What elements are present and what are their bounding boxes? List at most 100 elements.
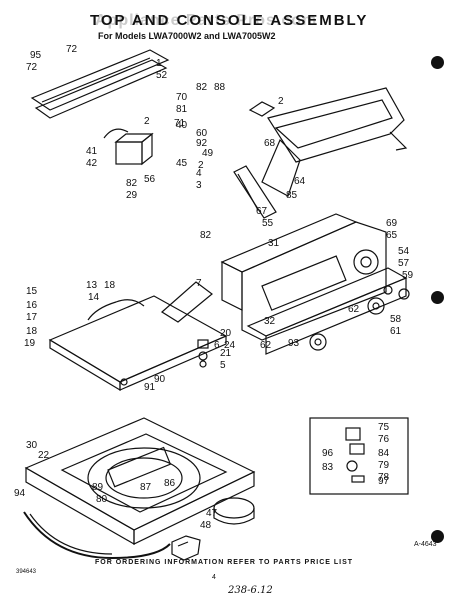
part-label-45: 45 [176, 158, 188, 169]
part-label-47: 47 [206, 508, 218, 519]
part-label-72: 72 [26, 62, 38, 73]
part-label-82: 82 [126, 178, 138, 189]
part-label-57: 57 [398, 258, 410, 269]
part-label-90: 90 [154, 374, 166, 385]
page-mark: 4 [212, 574, 216, 581]
part-label-18: 18 [26, 326, 38, 337]
part-label-97: 97 [378, 476, 390, 487]
part-label-70: 70 [176, 92, 188, 103]
part-label-22: 22 [38, 450, 50, 461]
part-label-18: 18 [104, 280, 116, 291]
part-label-24: 24 [224, 340, 236, 351]
part-label-16: 16 [26, 300, 38, 311]
part-label-62: 62 [260, 340, 272, 351]
part-label-84: 84 [378, 448, 390, 459]
part-label-49: 49 [202, 148, 214, 159]
part-label-83: 83 [322, 462, 334, 473]
binder-hole-middle [431, 291, 444, 304]
part-label-82: 82 [200, 230, 212, 241]
bracket-4 [233, 165, 277, 219]
document-code: 394643 [16, 569, 37, 575]
part-label-72: 72 [66, 44, 78, 55]
diagram-id: A-4643 [414, 541, 437, 548]
handwritten-note: 238-6.12 [228, 585, 273, 596]
part-label-19: 19 [24, 338, 36, 349]
part-label-62: 62 [348, 304, 360, 315]
binder-hole-top [431, 56, 444, 69]
part-label-89: 89 [92, 482, 104, 493]
watermark: Appliance Parts Pros.com [95, 12, 318, 29]
small-parts-box [309, 417, 409, 495]
lid-assembly [48, 281, 228, 392]
part-label-21: 21 [220, 348, 232, 359]
part-label-58: 58 [390, 314, 402, 325]
part-label-48: 48 [200, 520, 212, 531]
bleach-parts [171, 497, 255, 561]
part-label-75: 75 [378, 422, 390, 433]
part-label-91: 91 [144, 382, 156, 393]
part-label-79: 79 [378, 460, 390, 471]
part-label-20: 20 [220, 328, 232, 339]
part-label-96: 96 [322, 448, 334, 459]
part-label-61: 61 [390, 326, 402, 337]
part-label-95: 95 [30, 50, 42, 61]
part-label-87: 87 [140, 482, 152, 493]
part-label-93: 93 [288, 338, 300, 349]
part-label-82: 82 [196, 82, 208, 93]
part-label-17: 17 [26, 312, 38, 323]
part-label-80: 80 [96, 494, 108, 505]
diagram-title: TOP AND CONSOLE ASSEMBLY [90, 12, 369, 29]
part-label-56: 56 [144, 174, 156, 185]
part-label-64: 64 [294, 176, 306, 187]
part-label-69: 69 [386, 218, 398, 229]
part-label-1: 1 [156, 58, 162, 69]
diagram-subtitle: For Models LWA7000W2 and LWA7005W2 [98, 31, 276, 41]
part-label-55: 55 [262, 218, 274, 229]
console-trim [248, 87, 408, 197]
part-label-15: 15 [26, 286, 38, 297]
control-panel [220, 213, 387, 341]
part-label-29: 29 [126, 190, 138, 201]
part-label-81: 81 [176, 104, 188, 115]
part-label-2: 2 [278, 96, 284, 107]
part-label-65: 65 [386, 230, 398, 241]
part-label-32: 32 [264, 316, 276, 327]
part-label-71: 71 [174, 118, 186, 129]
part-label-67: 67 [256, 206, 268, 217]
part-label-85: 85 [286, 190, 298, 201]
part-label-76: 76 [378, 434, 390, 445]
part-label-88: 88 [214, 82, 226, 93]
part-label-92: 92 [196, 138, 208, 149]
part-label-3: 3 [196, 180, 202, 191]
console-face [246, 267, 408, 355]
part-label-30: 30 [26, 440, 38, 451]
part-label-31: 31 [268, 238, 280, 249]
part-label-94: 94 [14, 488, 26, 499]
ordering-information-footer: FOR ORDERING INFORMATION REFER TO PARTS … [95, 559, 354, 566]
hinge-parts [120, 339, 209, 386]
switch-56 [103, 128, 154, 166]
part-label-7: 7 [196, 278, 202, 289]
part-label-6: 6 [214, 340, 220, 351]
knobs [309, 285, 410, 351]
part-label-4: 4 [196, 168, 202, 179]
part-label-42: 42 [86, 158, 98, 169]
binder-hole-bottom [431, 530, 444, 543]
part-label-13: 13 [86, 280, 98, 291]
gasket-94 [23, 511, 171, 560]
part-label-78: 78 [378, 472, 390, 483]
part-label-52: 52 [156, 70, 168, 81]
part-label-68: 68 [264, 138, 276, 149]
console-back-panel [30, 49, 170, 119]
part-label-60: 60 [196, 128, 208, 139]
part-label-54: 54 [398, 246, 410, 257]
part-label-86: 86 [164, 478, 176, 489]
cabinet-top [24, 417, 256, 546]
part-label-41: 41 [86, 146, 98, 157]
part-label-2: 2 [198, 160, 204, 171]
part-label-14: 14 [88, 292, 100, 303]
part-label-5: 5 [220, 360, 226, 371]
